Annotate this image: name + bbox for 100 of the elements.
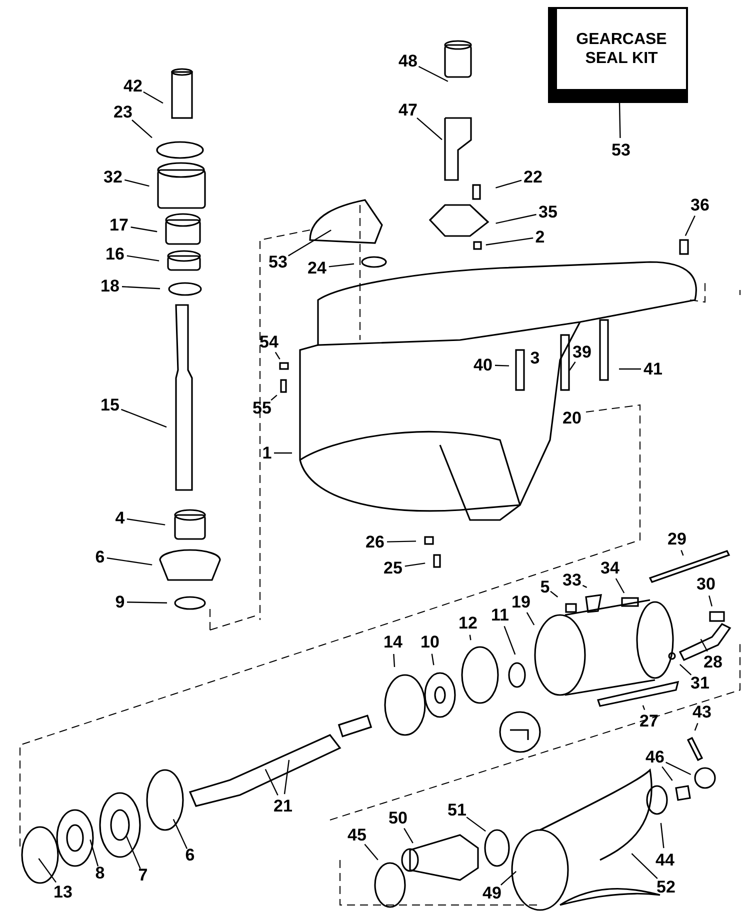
leader-line [486, 237, 534, 246]
seal-kit-box: GEARCASE SEAL KIT [548, 7, 688, 103]
callout-number: 16 [106, 246, 124, 262]
leader-line [90, 840, 99, 866]
leader-line [660, 822, 664, 848]
callout-number: 26 [366, 534, 384, 550]
leader-line [172, 819, 188, 849]
callout-number: 52 [656, 878, 676, 896]
callout-number: 2 [535, 228, 545, 246]
leader-line [526, 612, 535, 626]
callout-number: 4 [115, 510, 125, 526]
callout-number: 25 [384, 560, 402, 576]
callout-number: 50 [388, 810, 408, 826]
callout-number: 24 [308, 260, 326, 276]
callout-number: 53 [268, 254, 288, 270]
leader-line [106, 557, 152, 566]
leader-line [264, 768, 278, 796]
leader-line [504, 626, 516, 655]
leader-line [126, 255, 160, 262]
leader-line [684, 216, 696, 236]
leader-line [431, 654, 434, 666]
callout-number: 13 [54, 884, 72, 900]
leader-line [708, 595, 712, 606]
callout-number: 17 [110, 216, 128, 234]
leader-line [122, 286, 160, 290]
callout-number: 47 [398, 102, 418, 118]
leader-line [582, 584, 588, 588]
callout-number: 46 [646, 748, 664, 766]
callout-number: 6 [95, 548, 105, 566]
callout-number: 32 [104, 168, 122, 186]
callout-number: 55 [252, 400, 272, 416]
callout-number: 48 [398, 52, 418, 70]
leader-line [666, 762, 692, 776]
leader-line [550, 590, 558, 598]
callout-number: 49 [482, 884, 502, 902]
leader-line [132, 120, 152, 138]
leader-line [569, 362, 576, 371]
callout-number: 21 [274, 798, 292, 814]
leader-line [680, 664, 692, 676]
callout-number: 33 [562, 572, 582, 588]
leader-line [274, 352, 280, 360]
leader-line [615, 578, 625, 594]
leader-line [143, 91, 164, 104]
callout-number: 40 [474, 356, 492, 374]
callout-number: 30 [696, 576, 716, 592]
callout-number: 6 [185, 846, 195, 864]
callout-number: 54 [260, 334, 278, 350]
leader-line [120, 408, 167, 428]
leader-line [618, 102, 621, 138]
callout-number: 1 [262, 444, 272, 462]
callout-number: 9 [115, 594, 125, 610]
callout-number: 42 [124, 78, 142, 94]
callout-number: 53 [612, 142, 630, 158]
leader-line [328, 263, 354, 268]
callout-number: 36 [690, 196, 710, 214]
callout-number: 27 [640, 712, 658, 730]
callout-number: 35 [538, 204, 558, 220]
callout-number: 19 [512, 594, 530, 610]
leader-line [418, 66, 448, 82]
leader-line [274, 452, 292, 454]
leader-line [631, 853, 658, 880]
callout-number: 45 [348, 826, 366, 844]
callout-number: 43 [692, 704, 712, 720]
leader-line [466, 816, 486, 832]
leader-line [469, 634, 472, 640]
leader-line [496, 180, 522, 188]
leader-line [404, 828, 414, 844]
callout-number: 14 [384, 634, 402, 650]
leader-line [124, 179, 150, 187]
leader-line [494, 364, 510, 366]
callout-number: 23 [114, 104, 132, 120]
leader-line [364, 844, 378, 860]
callout-number: 11 [491, 606, 509, 624]
leader-line [126, 835, 141, 869]
leader-line [393, 654, 396, 668]
leader-line [694, 722, 698, 731]
leader-line [642, 705, 646, 710]
callout-number: 10 [420, 634, 440, 650]
callout-number: 41 [644, 360, 662, 378]
callout-number: 15 [100, 396, 120, 414]
callout-number: 12 [458, 614, 478, 632]
callout-number: 18 [100, 278, 120, 294]
leader-line [496, 214, 536, 224]
callout-number: 22 [524, 168, 542, 186]
leader-line [130, 226, 158, 232]
leader-line [619, 368, 641, 370]
leader-line [126, 602, 168, 604]
leader-line [416, 117, 442, 140]
callout-number: 44 [656, 852, 674, 868]
leader-line [270, 394, 278, 401]
callout-number: 8 [95, 864, 105, 882]
leader-line [680, 550, 684, 556]
callout-number: 51 [448, 802, 466, 818]
leader-line [288, 230, 332, 256]
leader-line [284, 760, 290, 794]
leader-line [700, 638, 708, 652]
leader-line [386, 540, 416, 542]
callout-number: 7 [138, 866, 148, 884]
callout-number: 31 [690, 674, 710, 692]
callout-number: 28 [704, 654, 722, 670]
